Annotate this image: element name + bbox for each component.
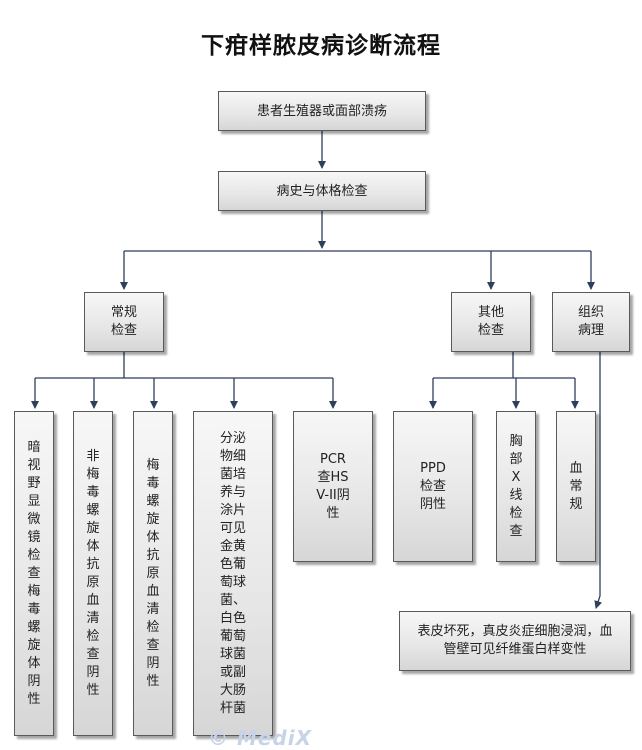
bacterial-culture-label: 分泌物细菌培养与涂片可见金黄色葡萄球菌、白色葡萄球菌或副大肠杆菌 — [219, 430, 246, 716]
page-title: 下疳样脓皮病诊断流程 — [201, 33, 441, 59]
blood-routine-box: 血常规 — [556, 411, 596, 562]
histopathology-box: 组织病理 — [552, 292, 630, 352]
other-exam-box: 其他检查 — [451, 292, 531, 352]
histopathology-label: 组织病理 — [577, 305, 604, 338]
watermark: © MediX — [208, 726, 313, 750]
routine-exam-box: 常规检查 — [84, 292, 164, 352]
history-exam-label: 病史与体格检查 — [276, 183, 368, 199]
nontreponemal-label: 非梅毒螺旋体抗原血清检查阴性 — [86, 448, 100, 698]
treponemal-box: 梅毒螺旋体抗原血清检查阴性 — [133, 411, 173, 736]
pcr-label: PCR查HSV-II阴性 — [316, 451, 350, 521]
routine-exam-label: 常规检查 — [110, 305, 137, 338]
other-exam-label: 其他检查 — [477, 305, 504, 338]
nontreponemal-box: 非梅毒螺旋体抗原血清检查阴性 — [73, 411, 113, 736]
chest-xray-box: 胸部X线检查 — [496, 411, 536, 562]
darkfield-label: 暗视野显微镜检查梅毒螺旋体阴性 — [27, 439, 41, 707]
ppd-box: PPD检查阴性 — [393, 411, 473, 562]
ppd-label: PPD检查阴性 — [419, 460, 446, 512]
history-exam-box: 病史与体格检查 — [218, 171, 426, 211]
darkfield-box: 暗视野显微镜检查梅毒螺旋体阴性 — [14, 411, 54, 736]
blood-routine-label: 血常规 — [569, 460, 583, 512]
chest-xray-label: 胸部X线检查 — [509, 433, 523, 539]
bacterial-culture-box: 分泌物细菌培养与涂片可见金黄色葡萄球菌、白色葡萄球菌或副大肠杆菌 — [193, 411, 273, 736]
ulcer-box: 患者生殖器或面部溃疡 — [218, 91, 426, 131]
pathology-result-box: 表皮坏死，真皮炎症细胞浸润，血管壁可见纤维蛋白样变性 — [399, 611, 631, 671]
pathology-result-label: 表皮坏死，真皮炎症细胞浸润，血管壁可见纤维蛋白样变性 — [417, 624, 613, 657]
treponemal-label: 梅毒螺旋体抗原血清检查阴性 — [146, 457, 160, 689]
pcr-box: PCR查HSV-II阴性 — [293, 411, 373, 562]
ulcer-label: 患者生殖器或面部溃疡 — [256, 103, 387, 119]
